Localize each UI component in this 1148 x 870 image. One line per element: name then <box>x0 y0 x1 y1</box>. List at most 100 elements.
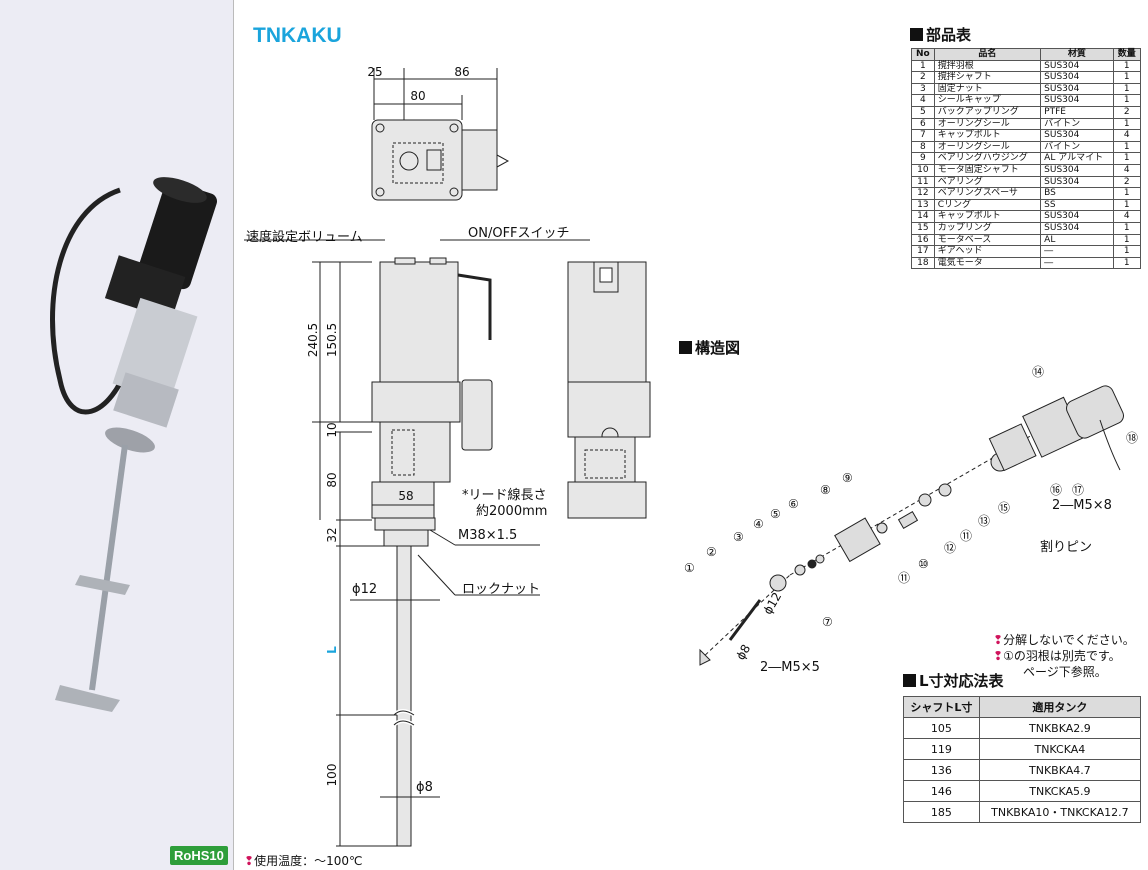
table-cell: 1 <box>1112 140 1142 154</box>
table-cell: ギアヘッド <box>933 245 1042 258</box>
table-cell: ― <box>1040 245 1114 258</box>
lead-length-value: 約2000mm <box>476 504 548 519</box>
page-title: TNKAKU <box>253 24 342 47</box>
dim-58: 58 <box>398 489 413 503</box>
table-cell: ― <box>1040 256 1114 270</box>
m38-label: M38×1.5 <box>458 528 518 543</box>
table-cell: 1 <box>1112 59 1142 73</box>
table-cell: 16 <box>911 233 935 247</box>
callout-7: ⑦ <box>822 615 833 629</box>
dim-80b: 80 <box>325 472 339 487</box>
table-cell: SUS304 <box>1040 71 1114 84</box>
table-header: 数量 <box>1112 48 1142 61</box>
table-cell: 1 <box>1112 245 1142 258</box>
callout-15: ⑮ <box>998 501 1010 515</box>
table-cell: 4 <box>1112 210 1142 223</box>
table-cell: オーリングシール <box>933 140 1042 154</box>
table-cell: 6 <box>911 117 935 131</box>
table-cell: 1 <box>1112 198 1142 212</box>
table-cell: バイトン <box>1040 140 1114 154</box>
table-cell: 4 <box>1112 129 1142 142</box>
table-cell: キャップボルト <box>933 129 1042 142</box>
table-cell: 4 <box>1112 163 1142 177</box>
table-cell: 1 <box>1112 71 1142 84</box>
table-cell: 12 <box>911 187 935 200</box>
table-cell: 撹拌羽根 <box>933 59 1042 73</box>
table-cell: SUS304 <box>1040 163 1114 177</box>
table-cell: TNKCKA5.9 <box>978 780 1142 802</box>
table-cell: AL <box>1040 233 1114 247</box>
table-cell: 1 <box>1112 152 1142 165</box>
table-header: 材質 <box>1040 48 1114 61</box>
callout-13: ⑬ <box>978 514 990 528</box>
table-cell: 119 <box>903 738 980 760</box>
table-cell: ベアリング <box>933 175 1042 189</box>
callout-4: ④ <box>753 517 764 531</box>
callout-11b: ⑪ <box>960 529 972 543</box>
table-cell: キャップボルト <box>933 210 1042 223</box>
warning-2: ❢①の羽根は別売です。 <box>993 649 1121 663</box>
callout-11: ⑪ <box>898 571 910 585</box>
dim-phi12-shaft: ϕ12 <box>761 590 785 617</box>
table-cell: 11 <box>911 175 935 189</box>
table-cell: SUS304 <box>1040 82 1114 96</box>
dim-L: L <box>325 646 339 654</box>
table-cell: バイトン <box>1040 117 1114 131</box>
table-cell: 4 <box>911 94 935 107</box>
table-cell: 5 <box>911 105 935 119</box>
callout-12: ⑫ <box>944 541 956 555</box>
table-cell: 1 <box>1112 117 1142 131</box>
table-cell: SUS304 <box>1040 210 1114 223</box>
table-cell: Cリング <box>933 198 1042 212</box>
lead-length-label: *リード線長さ <box>462 488 547 503</box>
table-cell: TNKBKA4.7 <box>978 759 1142 781</box>
table-cell: SUS304 <box>1040 221 1114 235</box>
parts-title: 部品表 <box>910 24 971 45</box>
callout-16: ⑯ <box>1050 483 1062 497</box>
table-cell: 1 <box>1112 233 1142 247</box>
callout-14: ⑭ <box>1032 365 1044 379</box>
table-cell: 2 <box>1112 175 1142 189</box>
table-cell: 1 <box>1112 221 1142 235</box>
callout-1: ① <box>684 561 695 575</box>
structure-title: 構造図 <box>679 337 740 358</box>
table-cell: 136 <box>903 759 980 781</box>
table-cell: ベアリングスペーサ <box>933 187 1042 200</box>
table-cell: カップリング <box>933 221 1042 235</box>
table-cell: 2 <box>1112 105 1142 119</box>
usage-temperature-note: ❢使用温度：～100℃ <box>244 854 363 868</box>
table-cell: 固定ナット <box>933 82 1042 96</box>
callout-18: ⑱ <box>1126 431 1138 445</box>
table-cell: オーリングシール <box>933 117 1042 131</box>
table-cell: TNKBKA2.9 <box>978 717 1142 739</box>
table-cell: ベアリングハウジング <box>933 152 1042 165</box>
table-cell: BS <box>1040 187 1114 200</box>
speed-volume-label: 速度設定ボリューム <box>246 230 363 245</box>
dim-240-5: 240.5 <box>306 323 320 357</box>
callout-6: ⑥ <box>788 497 799 511</box>
table-cell: 1 <box>1112 94 1142 107</box>
table-cell: TNKBKA10・TNKCKA12.7 <box>978 801 1142 823</box>
table-cell: 105 <box>903 717 980 739</box>
table-cell: 146 <box>903 780 980 802</box>
rohs-badge: RoHS10 <box>170 846 228 865</box>
callout-5: ⑤ <box>770 507 781 521</box>
table-cell: 撹拌シャフト <box>933 71 1042 84</box>
table-cell: SUS304 <box>1040 129 1114 142</box>
table-cell: TNKCKA4 <box>978 738 1142 760</box>
warnings: ❢分解しないでください。 ❢①の羽根は別売です。 ページ下参照。 <box>993 632 1135 680</box>
callout-9: ⑨ <box>842 471 853 485</box>
